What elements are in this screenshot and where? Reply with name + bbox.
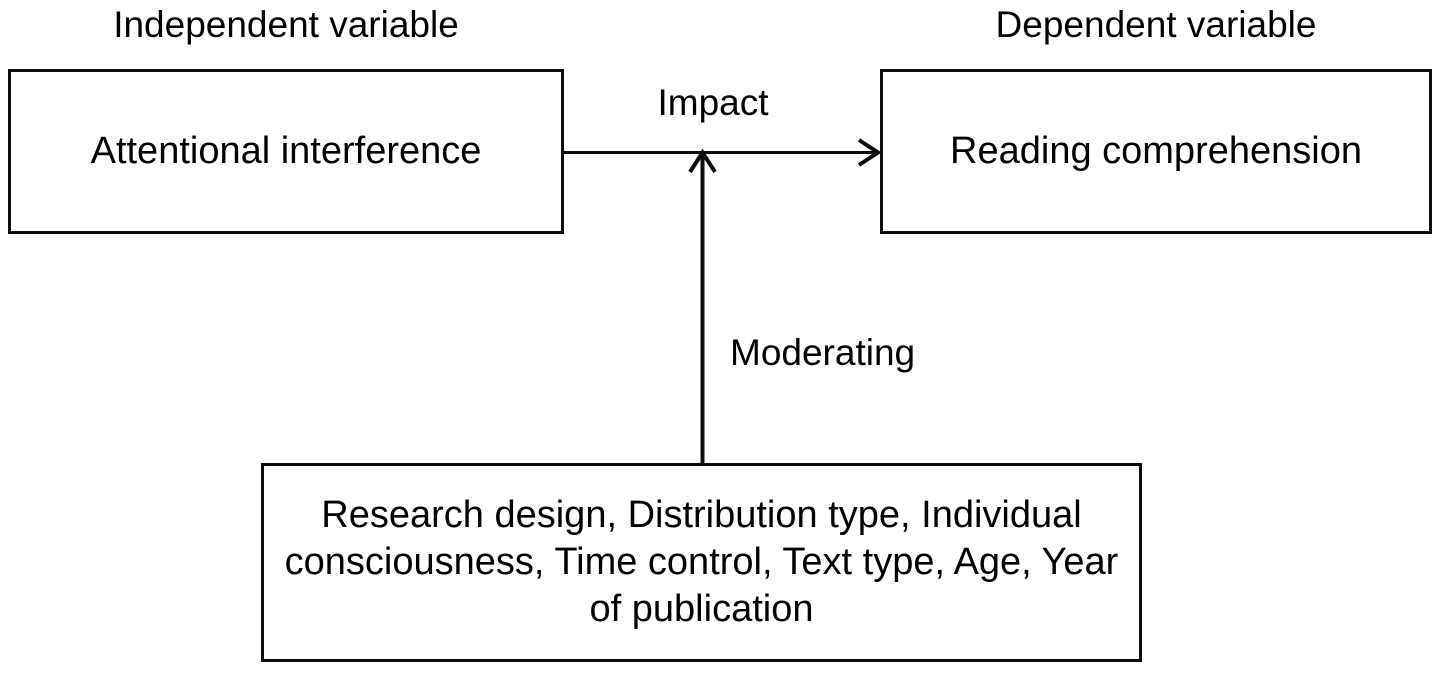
dependent-variable-box-label: Reading comprehension <box>950 130 1362 173</box>
independent-variable-box-label: Attentional interference <box>90 130 482 173</box>
independent-variable-box: Attentional interference <box>8 69 564 234</box>
moderating-arrow <box>688 148 717 464</box>
dependent-variable-box: Reading comprehension <box>880 69 1432 234</box>
moderating-edge-label: Moderating <box>730 332 916 373</box>
moderating-variables-box: Research design, Distribution type, Indi… <box>261 463 1142 662</box>
impact-edge-label: Impact <box>657 82 769 123</box>
impact-arrow <box>564 138 882 167</box>
moderating-variables-box-label: Research design, Distribution type, Indi… <box>284 494 1119 630</box>
independent-variable-header: Independent variable <box>113 4 459 45</box>
dependent-variable-header: Dependent variable <box>995 4 1317 45</box>
